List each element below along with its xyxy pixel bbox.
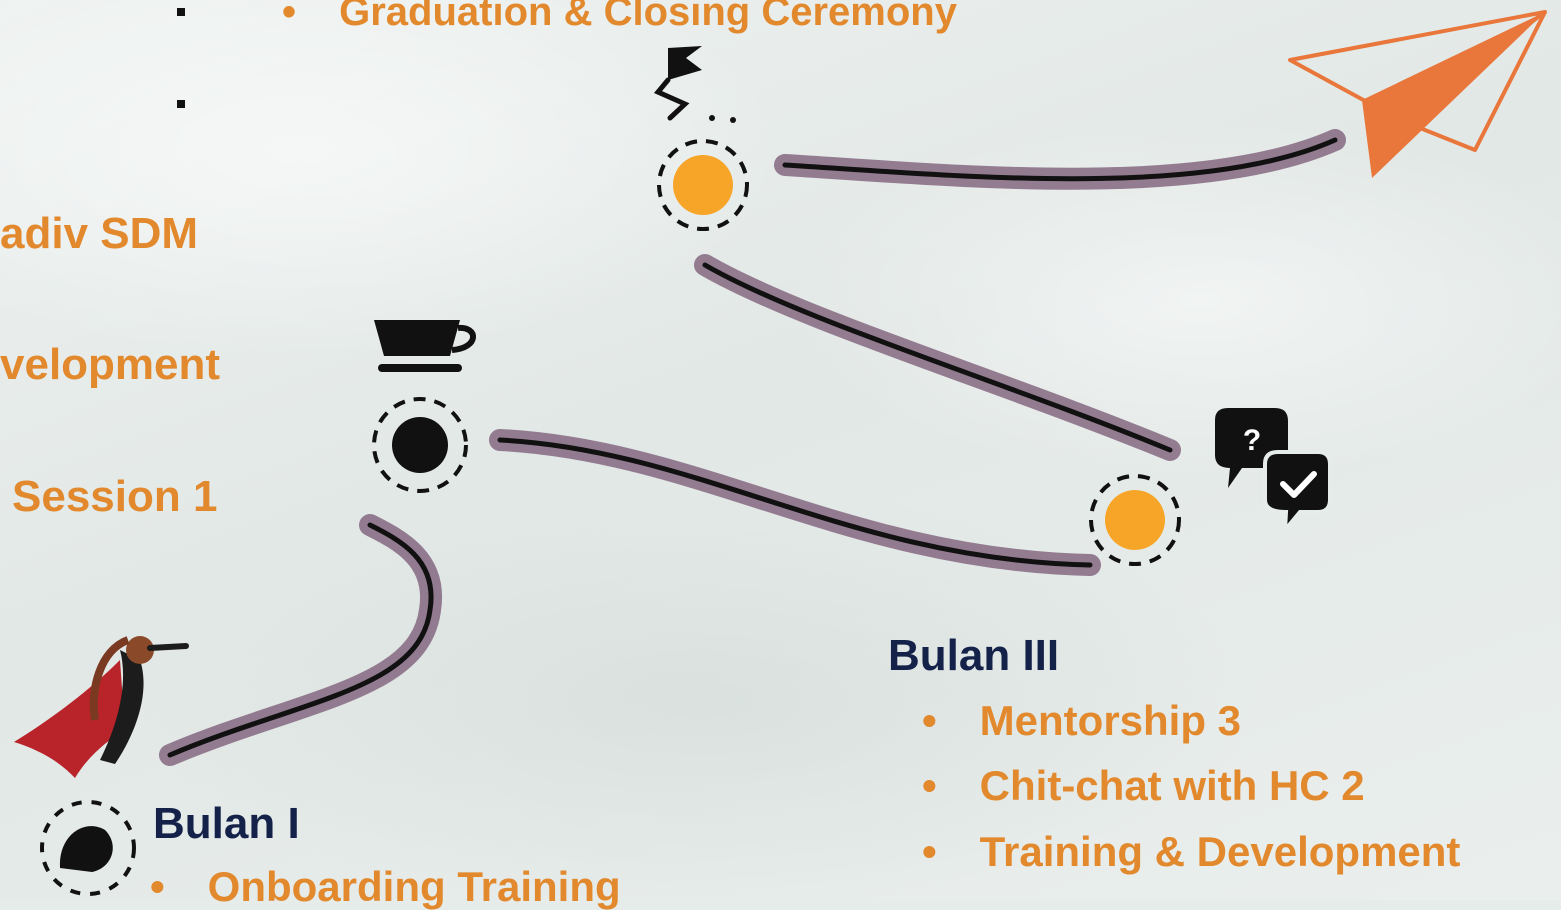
bullet-dot [177, 100, 185, 108]
coffee-cup-icon [374, 320, 476, 372]
milestone-node-2 [657, 139, 749, 231]
question-and-check-chat-icon: ? [1215, 408, 1332, 536]
left-fragment-1: adiv SDM [0, 209, 199, 258]
caped-hero-figure [14, 636, 189, 778]
path-segment-2 [489, 429, 1101, 576]
svg-text:?: ? [1243, 424, 1261, 457]
bulan1-item: Onboarding Training [150, 866, 621, 908]
bulan3-heading: Bulan III [888, 631, 1060, 680]
path-segment-1 [159, 514, 443, 766]
seed-icon [40, 800, 136, 896]
bulan3-item-mentorship: Mentorship 3 [922, 700, 1241, 742]
bullet-dot [177, 8, 185, 16]
flag-icon [653, 46, 736, 123]
milestone-node-1 [372, 397, 468, 493]
paper-plane-icon [1288, 10, 1547, 178]
path-segment-4 [774, 129, 1346, 190]
milestone-node-3 [1089, 474, 1181, 566]
left-fragment-2: velopment [0, 340, 221, 389]
left-fragment-3: Session 1 [12, 472, 218, 521]
bulan3-item-chitchat: Chit-chat with HC 2 [922, 765, 1365, 807]
bulan1-heading: Bulan I [153, 799, 300, 848]
bulan3-item-training: Training & Development [922, 831, 1461, 873]
graduation-item: Graduation & Closing Ceremony [282, 0, 957, 32]
